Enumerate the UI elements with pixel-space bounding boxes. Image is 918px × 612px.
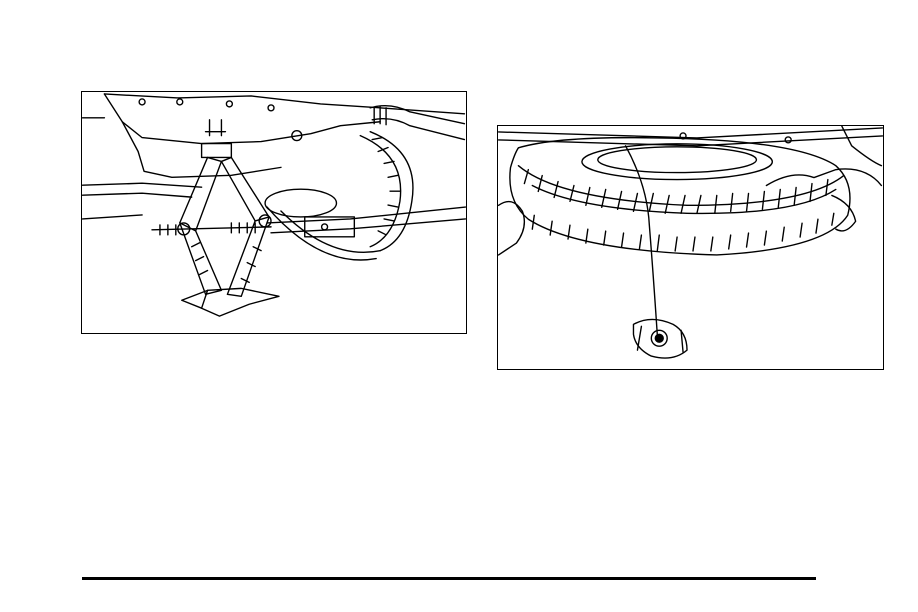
scissor-jack [178,157,279,316]
hoist-cable [626,146,658,334]
wheel-drawing [265,132,413,260]
footer-rule [82,577,816,580]
bolt-icons [139,99,302,141]
spare-tire-illustration [497,125,884,370]
jack-drawing [82,92,466,333]
tire [510,138,850,255]
cable-retainer [633,319,687,358]
jack-screw [152,227,271,230]
jack-handle [267,207,465,237]
jack-illustration [81,91,467,334]
spare-tire-drawing [498,126,883,369]
